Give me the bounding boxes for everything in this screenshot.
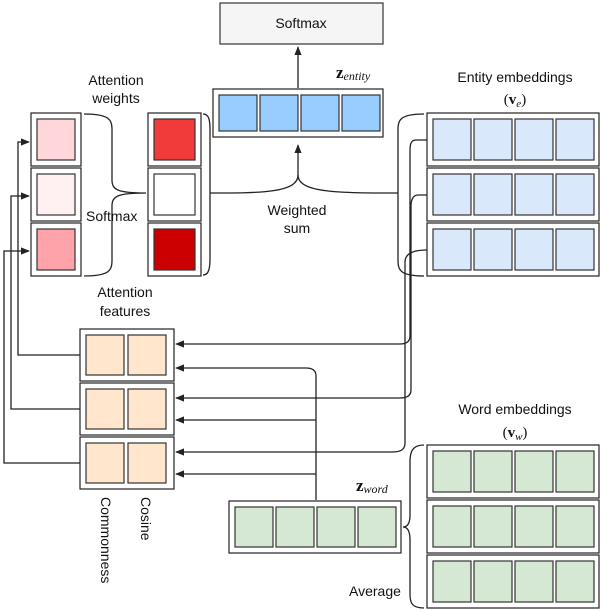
attention-feature-rows [79,328,175,490]
entity-embedding-rows [426,112,600,277]
average-brace [402,444,425,609]
z-word-label: zword [356,476,389,496]
attention-weights-raw [30,112,82,277]
entity-embeddings-symbol: (ve) [504,92,526,110]
attention-features-title-1: Attention [97,284,152,300]
entity-embeddings-title: Entity embeddings [457,69,572,85]
feature-cosine-label: Cosine [138,497,154,541]
word-to-feature-1 [175,364,317,500]
attention-weights-title-1: Attention [88,72,143,88]
weighted-sum-merge [297,174,399,194]
feature-to-weight-1 [17,138,80,356]
entity-brace [397,113,425,277]
attention-weights-normalized [147,112,202,277]
weighted-sum-arrow [209,144,302,194]
softmax-brace [83,113,147,277]
softmax-mid-label: Softmax [86,208,137,224]
word-embeddings-title: Word embeddings [458,401,571,417]
softmax-output-box: Softmax [219,2,384,45]
attention-features-title-2: features [100,303,151,319]
average-label: Average [349,583,401,599]
feature-commonness-label: Commonness [98,497,114,583]
weighted-sum-line2: sum [284,220,310,236]
word-embeddings-symbol: (vw) [503,425,528,443]
entity-to-feature-2 [175,194,427,402]
weighted-sum-line1: Weighted [268,202,327,218]
attention-weights-title-2: weights [91,90,139,106]
entity-to-feature-3 [175,249,428,456]
feature-to-weight-3 [3,247,80,464]
z-entity-vector [212,88,384,138]
word-embedding-rows [426,444,600,609]
weights-bracket [202,113,211,276]
softmax-output-label: Softmax [275,15,326,31]
feature-to-weight-2 [10,192,80,410]
z-word-vector [228,500,402,554]
entity-to-feature-1 [175,139,427,348]
z-entity-label: zentity [336,63,371,83]
